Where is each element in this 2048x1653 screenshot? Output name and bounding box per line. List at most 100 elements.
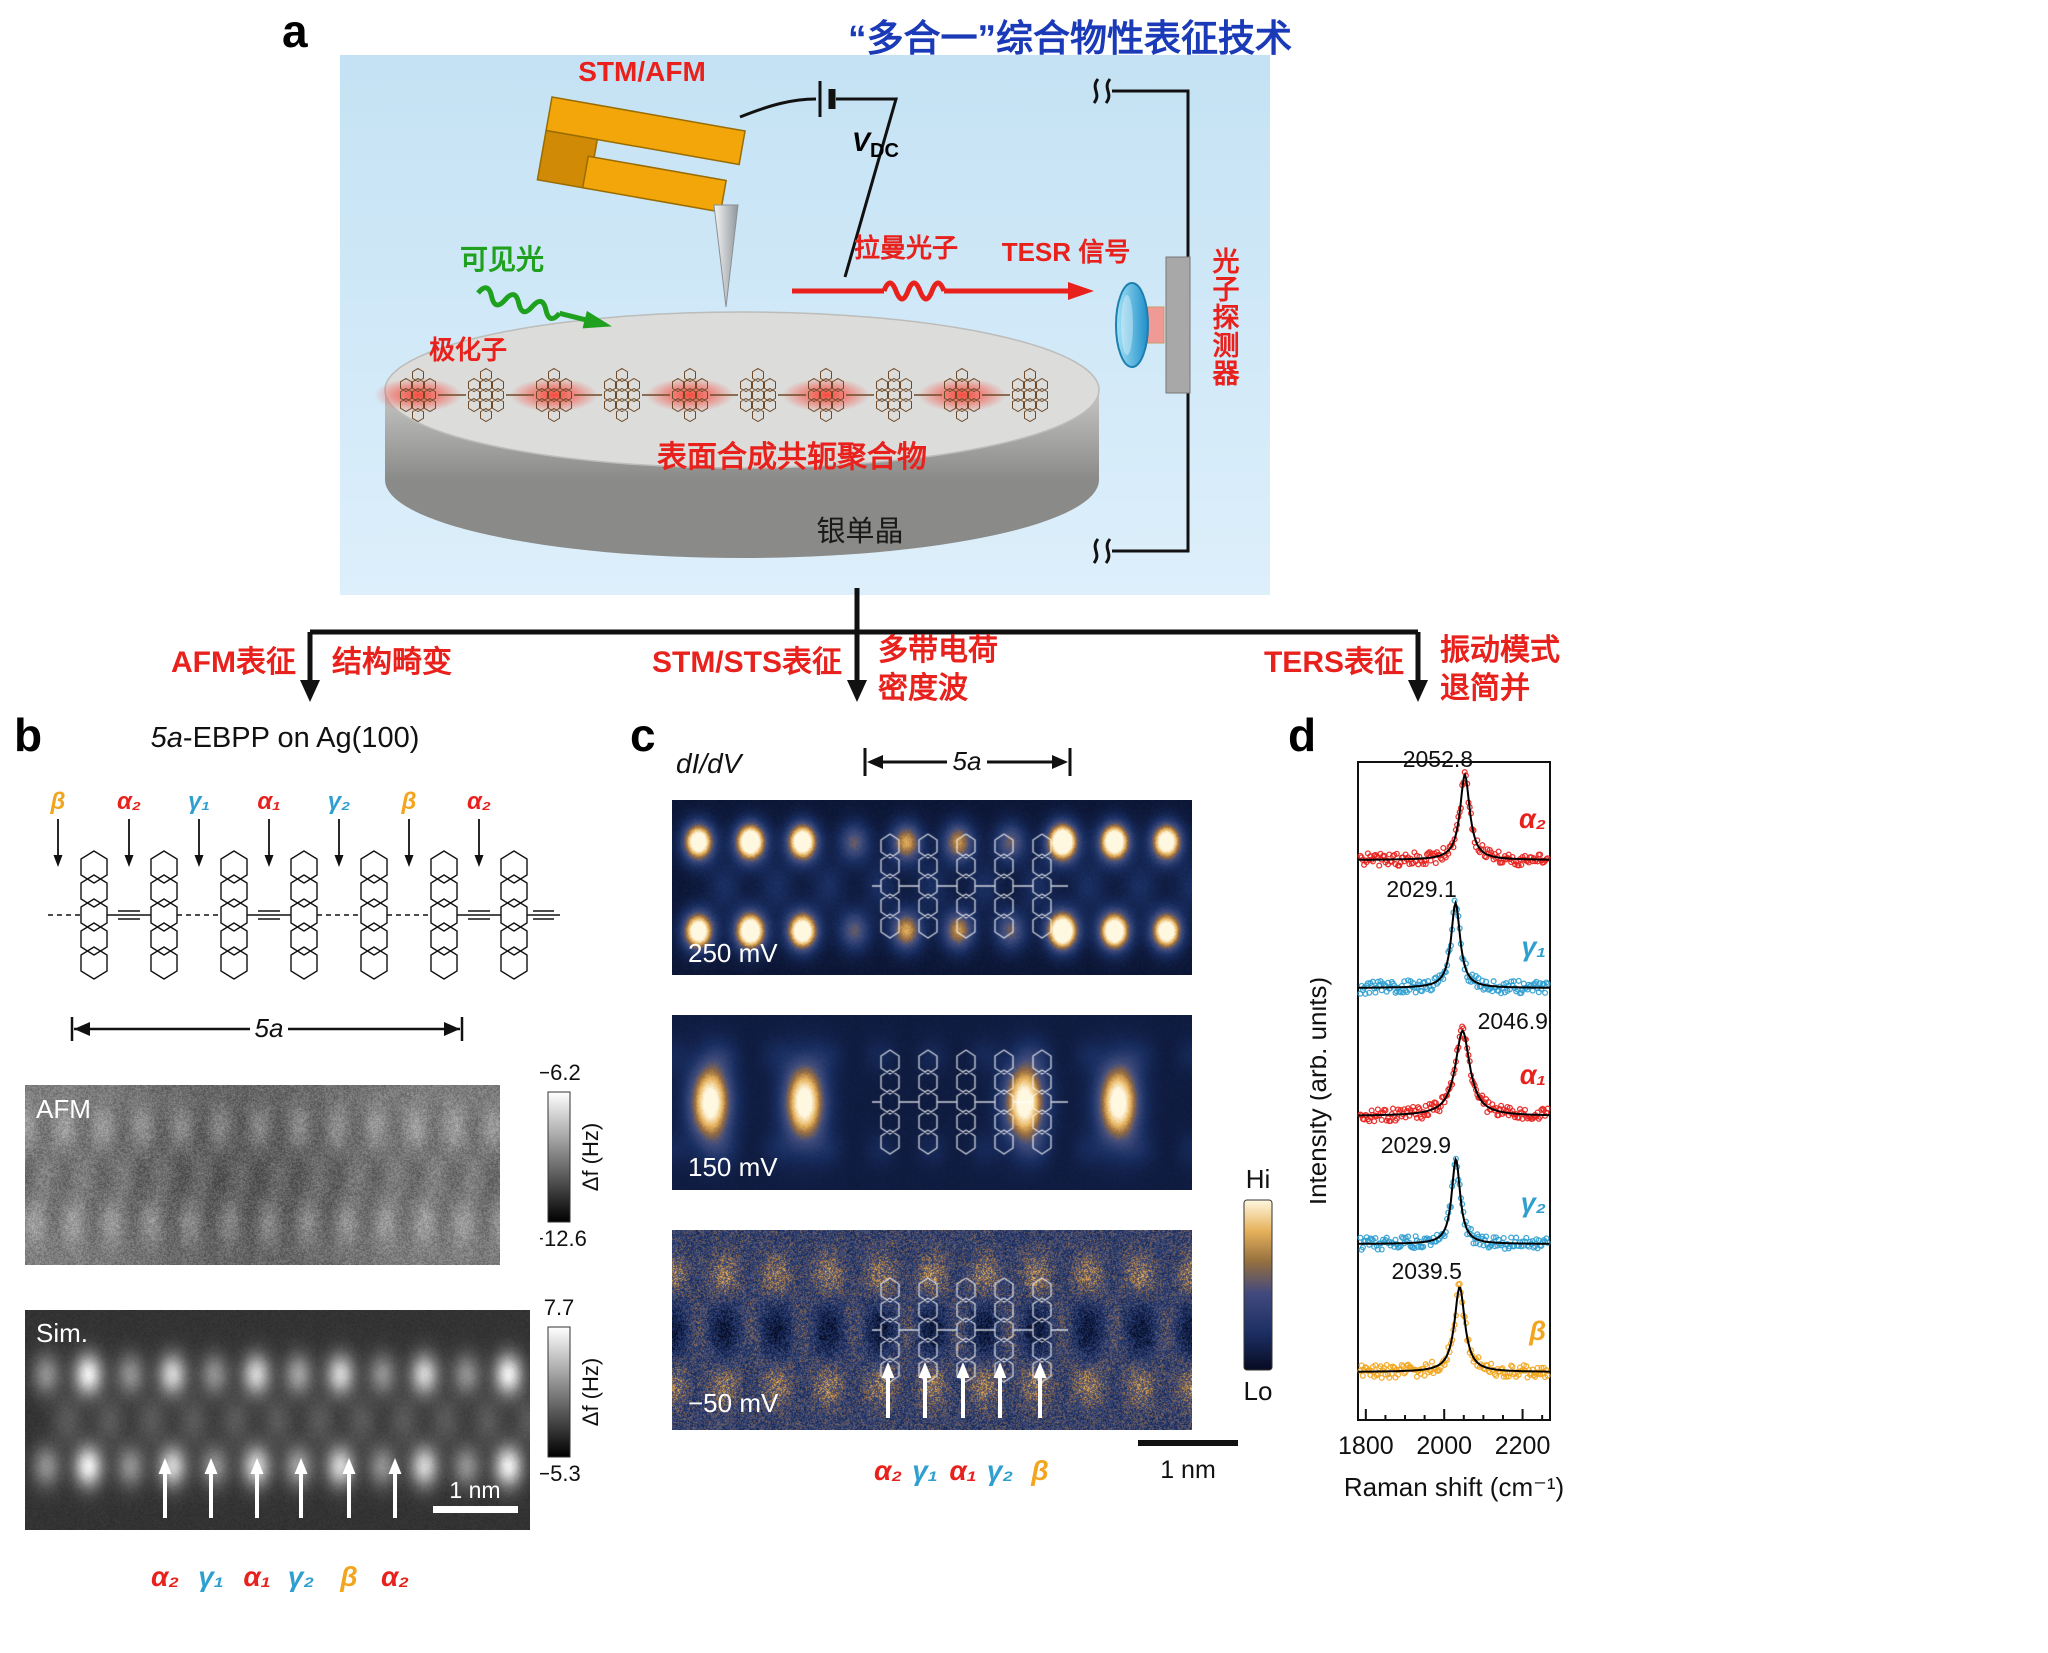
svg-text:1800: 1800 xyxy=(1338,1432,1394,1460)
mode-name-label: γ₂ xyxy=(1521,1188,1546,1218)
mode-name-label: γ₁ xyxy=(1521,932,1546,962)
svg-text:α₂: α₂ xyxy=(874,1455,902,1486)
didv-map-150mv xyxy=(672,1015,1192,1190)
lorentzian-fit xyxy=(1358,899,1550,989)
photon-detector-body xyxy=(1165,256,1191,394)
svg-text:β: β xyxy=(339,1561,357,1592)
lens-highlight xyxy=(1121,295,1133,355)
polymer-label: 表面合成共轭聚合物 xyxy=(657,440,927,474)
branch-afm-result: 结构畸变 xyxy=(332,645,452,679)
wire-break-bottom-icon xyxy=(1092,538,1112,564)
unit-cell-span-c: 5a xyxy=(863,746,1072,776)
sim-colorbar: 7.7 −5.3 Δf (Hz) xyxy=(540,1295,603,1486)
panel-a-schematic: VDC STM/AFM 可见光 拉曼光子 TESR 信号 极化 xyxy=(340,55,1270,595)
svg-text:α₁: α₁ xyxy=(949,1455,976,1486)
afm-cantilever xyxy=(536,96,746,213)
afm-image xyxy=(25,1085,500,1265)
afm-colorbar-gradient xyxy=(547,1091,571,1223)
panel-d-letter: d xyxy=(1288,709,1317,761)
spectrum-points xyxy=(1357,769,1551,869)
mode-name-label: α₂ xyxy=(1519,804,1546,834)
peak-value-label: 2052.8 xyxy=(1403,750,1473,772)
peak-value-label: 2046.9 xyxy=(1478,1008,1548,1034)
sim-colorbar-unit: Δf (Hz) xyxy=(578,1358,603,1426)
flow-arrows: AFM表征 结构畸变 STM/STS表征 多带电荷 密度波 TERS表征 振动模… xyxy=(171,588,1560,705)
backbone-bonds xyxy=(48,910,560,920)
branch-ters-result-1: 振动模式 xyxy=(1440,634,1560,667)
svg-text:γ₁: γ₁ xyxy=(188,788,210,815)
acene-units xyxy=(80,850,528,980)
svg-text:Raman shift (cm⁻¹): Raman shift (cm⁻¹) xyxy=(1344,1472,1564,1502)
mode-name-label: β xyxy=(1528,1316,1546,1346)
svg-text:β: β xyxy=(1030,1455,1048,1486)
didv-map-neg50mv xyxy=(672,1230,1192,1430)
tesr-signal-label: TESR 信号 xyxy=(1002,237,1131,267)
peak-value-label: 2029.9 xyxy=(1381,1132,1451,1158)
branch-afm-method: AFM表征 xyxy=(171,646,296,679)
svg-text:Intensity (arb. units): Intensity (arb. units) xyxy=(1310,977,1332,1205)
probe-label: STM/AFM xyxy=(578,56,706,87)
svg-text:α₂: α₂ xyxy=(381,1561,409,1592)
didv-colorbar: Hi Lo xyxy=(1243,1164,1273,1406)
bias-label-neg50mv: −50 mV xyxy=(688,1388,779,1418)
scalebar-label: 1 nm xyxy=(1160,1456,1216,1484)
bias-label-150mv: 150 mV xyxy=(688,1152,778,1182)
voltage-symbol: V xyxy=(852,127,872,157)
figure-title: “多合一”综合物性表征技术 xyxy=(848,18,1292,59)
span-arrow-lines xyxy=(863,748,1072,776)
substrate-label: 银单晶 xyxy=(816,515,903,548)
svg-text:2000: 2000 xyxy=(1416,1432,1472,1460)
didv-colorbar-hi: Hi xyxy=(1246,1164,1271,1194)
svg-text:2200: 2200 xyxy=(1495,1432,1551,1460)
didv-colorbar-lo: Lo xyxy=(1244,1376,1273,1406)
probe-tip xyxy=(713,204,739,308)
panel-c-letter: c xyxy=(630,709,656,761)
bias-label-250mv: 250 mV xyxy=(688,938,778,968)
didv-map-250mv xyxy=(672,800,1192,975)
afm-colorbar-unit: Δf (Hz) xyxy=(578,1123,603,1191)
flow-lines xyxy=(307,588,1421,682)
scalebar-line xyxy=(1138,1440,1238,1446)
svg-text:γ₂: γ₂ xyxy=(328,788,351,815)
svg-text:γ₂: γ₂ xyxy=(987,1455,1013,1486)
panel-b-title: 5a-EBPP on Ag(100) xyxy=(60,722,510,755)
svg-text:5a: 5a xyxy=(255,1013,284,1043)
mode-name-label: α₁ xyxy=(1520,1060,1546,1090)
simulated-afm-image xyxy=(25,1310,530,1530)
polaron-label: 极化子 xyxy=(429,335,507,365)
branch-sts-method: STM/STS表征 xyxy=(652,646,842,679)
svg-text:α₁: α₁ xyxy=(257,788,280,815)
axes xyxy=(1357,761,1551,1421)
branch-ters-method: TERS表征 xyxy=(1264,646,1404,679)
branch-sts-result-1: 多带电荷 xyxy=(878,634,998,667)
panel-b-letter: b xyxy=(14,709,43,761)
afm-colorbar: −6.2 −12.6 Δf (Hz) xyxy=(540,1060,603,1251)
sim-colorbar-min: −5.3 xyxy=(540,1461,581,1486)
collection-lens-icon xyxy=(1115,282,1149,368)
svg-text:γ₁: γ₁ xyxy=(198,1561,223,1592)
svg-text:γ₂: γ₂ xyxy=(288,1561,314,1592)
afm-colorbar-max: −6.2 xyxy=(540,1060,581,1085)
span-label-c: 5a xyxy=(953,746,982,776)
unit-cell-span-b: 5a xyxy=(70,1013,464,1043)
svg-text:γ₁: γ₁ xyxy=(912,1455,937,1486)
visible-light-label: 可见光 xyxy=(460,244,544,275)
visible-light-beam-icon xyxy=(476,285,612,329)
raman-beam-icon xyxy=(792,280,1094,302)
lorentzian-fit xyxy=(1358,772,1550,861)
svg-text:β: β xyxy=(401,788,417,815)
svg-text:α₂: α₂ xyxy=(467,788,491,815)
peak-value-label: 2029.1 xyxy=(1386,876,1456,902)
flow-arrowheads xyxy=(300,680,1428,702)
lorentzian-fit xyxy=(1358,1029,1550,1117)
bias-voltage-label: VDC xyxy=(852,127,899,162)
sim-colorbar-max: 7.7 xyxy=(544,1295,575,1320)
svg-text:α₁: α₁ xyxy=(243,1561,270,1592)
sim-colorbar-gradient xyxy=(547,1326,571,1458)
panel-b-title-rest: -EBPP on Ag(100) xyxy=(182,722,420,754)
photon-detector-label: 光子探测器 xyxy=(1212,247,1241,389)
